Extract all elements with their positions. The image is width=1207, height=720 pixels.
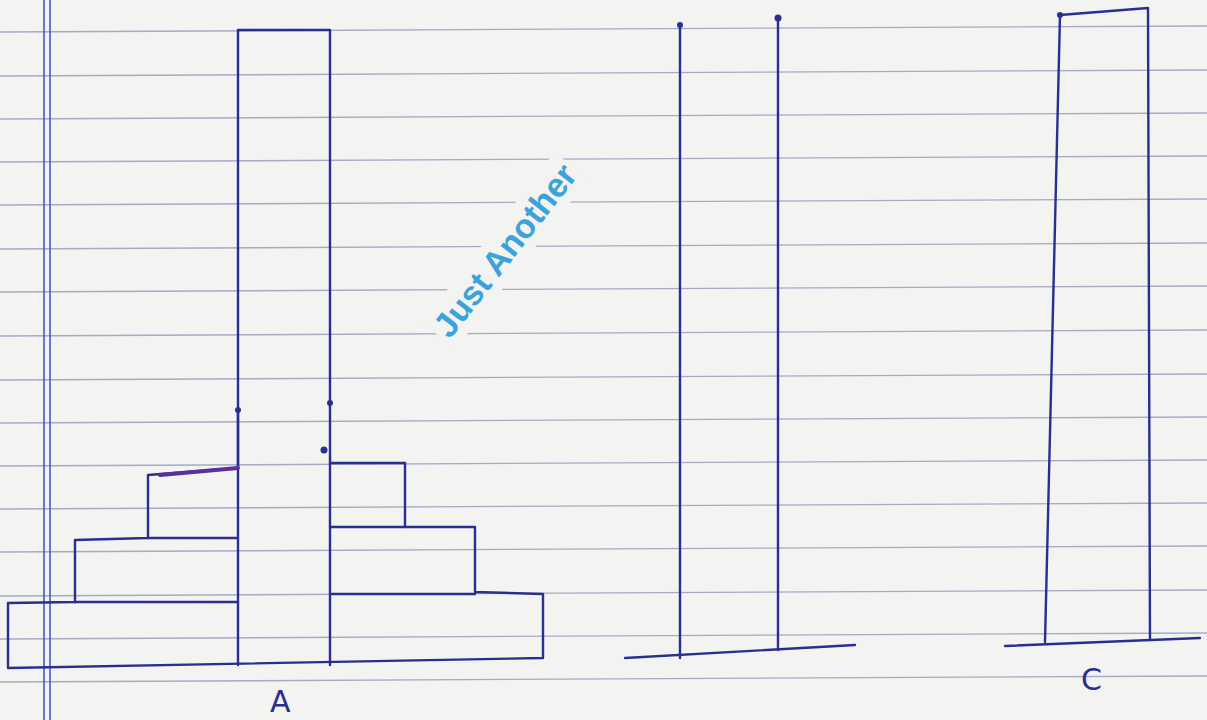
peg-letter: A xyxy=(266,682,295,720)
peg-letter-holder: C xyxy=(1077,660,1106,699)
base-c xyxy=(1005,638,1200,646)
peg-a xyxy=(238,30,330,665)
tower-drawing xyxy=(8,8,1200,668)
peg-letter: C xyxy=(1077,660,1106,699)
margin-line xyxy=(44,0,50,720)
peg-letter-holder: A xyxy=(266,682,295,720)
watermark: Just Another xyxy=(421,151,588,348)
pen-dots xyxy=(235,12,1063,454)
ruled-lines xyxy=(0,26,1207,682)
peg-c xyxy=(1045,8,1150,642)
discs xyxy=(8,463,543,668)
peg-b xyxy=(679,25,681,658)
watermark-holder: Just Another xyxy=(421,151,588,348)
base-b xyxy=(625,645,855,658)
